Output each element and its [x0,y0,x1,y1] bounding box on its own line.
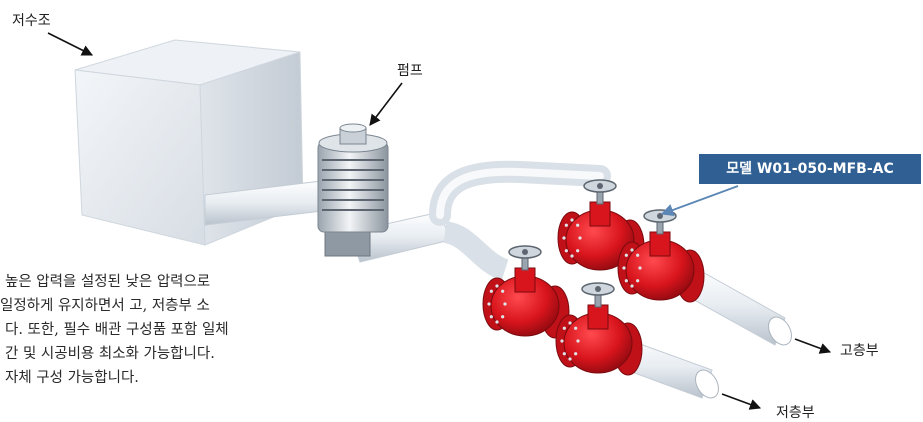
flange-bolt [564,249,568,253]
pump [317,123,389,257]
flange-bolt [560,339,564,343]
reservoir-arrow [47,32,94,56]
flange-bolt [570,218,574,222]
flange-bolt [630,248,634,252]
description-line: 일정하게 유지하면서 고, 저층부 소 [0,298,210,314]
flange-bolt [636,253,640,257]
pressure-reducing-valves [482,179,705,376]
description-line: 다. 또한, 필수 배관 구성품 포함 일체 [5,322,229,338]
flange-bolt [574,326,578,330]
description-line: 자체 구성 가능합니다. [5,370,139,386]
description-line: 높은 압력을 설정된 낮은 압력으로 [5,274,211,290]
flange-bolt [624,279,628,283]
flange-bolt [489,315,493,319]
low-zone-arrow [721,393,762,410]
valve [617,209,705,303]
flange-bolt [487,302,491,306]
header-pipe [349,160,611,281]
model-arrow [660,185,739,216]
flange-bolt [576,223,580,227]
flange-bolt [568,357,572,361]
flange-bolt [624,253,628,257]
description-line: 간 및 시공비용 최소화 가능합니다. [5,346,215,362]
high-zone-arrow [794,338,832,354]
valve [555,282,643,376]
flange-bolt [570,254,574,258]
flange-bolt [562,236,566,240]
valve [482,245,570,339]
flange-bolt [622,266,626,270]
low-zone-label: 저층부 [776,405,815,421]
flange-bolt [495,284,499,288]
flange-bolt [562,326,566,330]
flange-bolt [495,320,499,324]
flange-bolt [578,236,582,240]
flange-bolt [576,339,580,343]
model-label: 모델 W01-050-MFB-AC [699,154,921,184]
flange-bolt [630,284,634,288]
flange-bolt [564,223,568,227]
flange-bolt [562,352,566,356]
flange-bolt [574,352,578,356]
flange-bolt [576,249,580,253]
flange-bolt [503,302,507,306]
flange-bolt [501,315,505,319]
flange-bolt [636,279,640,283]
reservoir-label: 저수조 [12,13,51,29]
high-zone-label: 고층부 [840,343,879,359]
flange-bolt [638,266,642,270]
flange-bolt [501,289,505,293]
flange-bolt [568,321,572,325]
pump-arrow [369,82,403,126]
pump-label: 펌프 [397,63,423,79]
description-text: 높은 압력을 설정된 낮은 압력으로 일정하게 유지하면서 고, 저층부 소 다… [0,270,330,390]
flange-bolt [489,289,493,293]
